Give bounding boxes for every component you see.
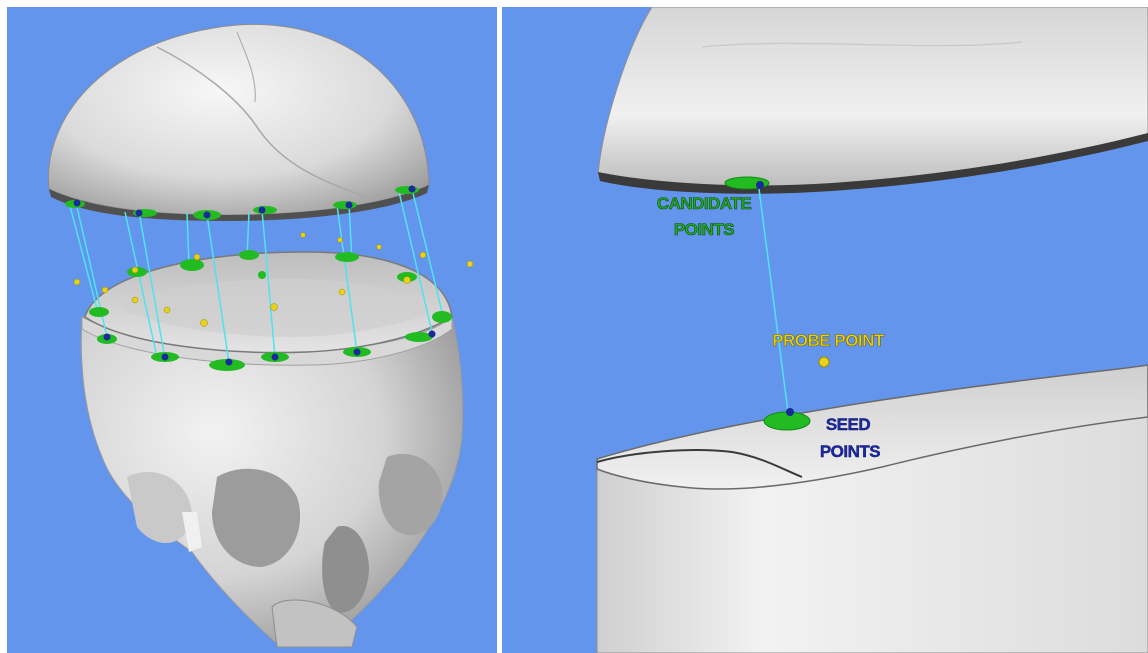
candidate-points-label-line2: POINTS <box>674 220 734 239</box>
probe-point <box>819 357 829 367</box>
probe-point-label: PROBE POINT <box>772 331 885 350</box>
seed-points-label-line1: SEED <box>826 415 871 434</box>
right-zoomed-view[interactable]: CANDIDATE POINTS PROBE POINT SEED POINTS <box>502 7 1148 653</box>
right-view-canvas: CANDIDATE POINTS PROBE POINT SEED POINTS <box>502 7 1148 653</box>
seed-point-top <box>756 181 764 189</box>
seed-points-label-line2: POINTS <box>820 442 880 461</box>
left-view-canvas <box>7 7 497 653</box>
seed-point-bottom <box>786 408 794 416</box>
candidate-point-cluster-bottom <box>764 412 810 430</box>
left-3d-view[interactable] <box>7 7 497 653</box>
candidate-points-label-line1: CANDIDATE <box>657 194 752 213</box>
